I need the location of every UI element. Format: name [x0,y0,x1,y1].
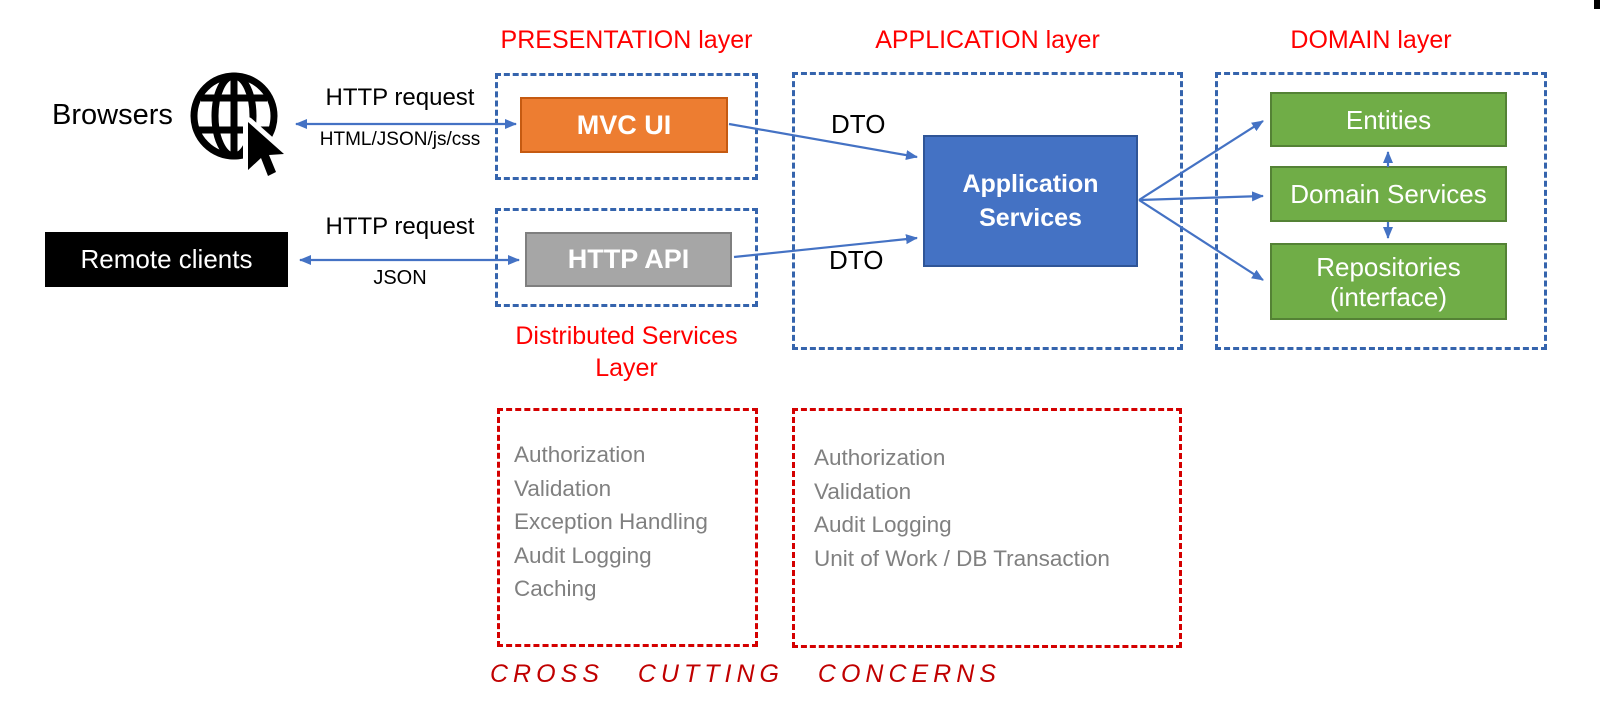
mvc-ui-box: MVC UI [520,97,728,153]
browser-arrow-subtitle: HTML/JSON/js/css [319,129,481,150]
list-item: Authorization [514,442,646,467]
cross-cutting-right-frame [792,408,1182,648]
repositories-label-line1: Repositories [1316,251,1461,282]
application-services-box: Application Services [923,135,1138,267]
list-item: Exception Handling [514,509,708,534]
remote-arrow-title: HTTP request [325,213,475,240]
dto-label-top: DTO [831,109,886,139]
presentation-layer-title: PRESENTATION layer [500,26,753,54]
list-item: Authorization [814,445,946,470]
cross-cutting-left-frame [497,408,758,647]
remote-clients-box: Remote clients [45,232,288,287]
distributed-services-title: Distributed Services Layer [495,320,758,384]
remote-arrow-subtitle: JSON [373,267,427,289]
list-item: Audit Logging [514,542,652,568]
entities-box: Entities [1270,92,1507,147]
cross-cutting-footer: CROSS CUTTING CONCERNS [490,660,1001,688]
list-item: Validation [814,478,912,504]
cross-cutting-left-list: Authorization Validation Exception Handl… [514,438,708,606]
list-item: Caching [514,576,597,601]
http-api-box: HTTP API [525,232,732,287]
list-item: Validation [514,475,612,501]
application-layer-title: APPLICATION layer [875,26,1100,54]
distributed-services-title-line2: Layer [595,354,658,382]
dto-label-bottom: DTO [829,245,884,275]
list-item: Unit of Work / DB Transaction [814,545,1110,571]
browser-arrow-title: HTTP request [325,84,475,111]
distributed-services-title-line1: Distributed Services [515,322,738,350]
domain-services-box: Domain Services [1270,166,1507,222]
cross-cutting-right-list: Authorization Validation Audit Logging U… [814,441,1110,575]
list-item: Audit Logging [814,512,952,537]
repositories-label-line2: (interface) [1329,281,1448,312]
browsers-label: Browsers [52,99,173,131]
screen-corner-artifact [1594,0,1600,9]
globe-with-cursor-icon [186,66,298,182]
domain-layer-title: DOMAIN layer [1290,26,1452,54]
repositories-box: Repositories (interface) [1270,243,1507,320]
